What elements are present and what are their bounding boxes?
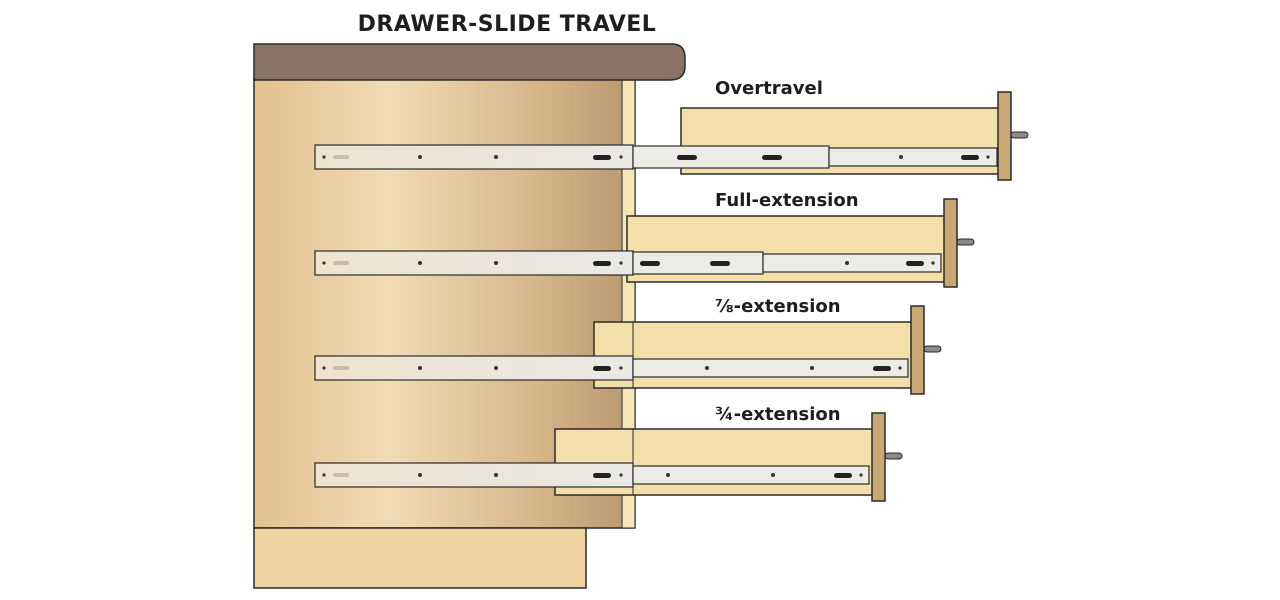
label-full-extension: Full-extension xyxy=(715,190,859,211)
label-seven-eighths-extension: ⅞-extension xyxy=(715,296,841,317)
label-three-quarters-extension: ¾-extension xyxy=(715,404,841,425)
diagram-title: DRAWER-SLIDE TRAVEL xyxy=(358,12,657,37)
drawer-member xyxy=(632,358,909,378)
drawer-pull xyxy=(884,452,903,460)
cabinet xyxy=(253,43,686,589)
drawer-member xyxy=(762,253,942,273)
cabinet-base xyxy=(253,527,587,589)
drawer-front xyxy=(871,412,886,502)
cabinet-member xyxy=(314,355,634,381)
seven-eighths-drawer xyxy=(593,305,942,395)
overtravel-slide xyxy=(314,144,998,170)
cabinet-member xyxy=(314,462,634,488)
full-extension-slide xyxy=(314,250,942,276)
drawer-pull xyxy=(1010,131,1029,139)
drawer-front xyxy=(943,198,958,288)
drawer-member xyxy=(632,465,870,485)
drawer-pull xyxy=(956,238,975,246)
cabinet-member xyxy=(314,250,634,276)
drawer-front xyxy=(910,305,925,395)
three-quarters-slide xyxy=(314,462,870,488)
drawer-member xyxy=(828,147,998,167)
intermediate-member xyxy=(632,145,830,169)
countertop xyxy=(253,43,686,81)
seven-eighths-slide xyxy=(314,355,909,381)
drawer-front xyxy=(997,91,1012,181)
label-overtravel: Overtravel xyxy=(715,78,823,99)
cabinet-member xyxy=(314,144,634,170)
drawer-pull xyxy=(923,345,942,353)
drawer-box xyxy=(593,321,913,389)
